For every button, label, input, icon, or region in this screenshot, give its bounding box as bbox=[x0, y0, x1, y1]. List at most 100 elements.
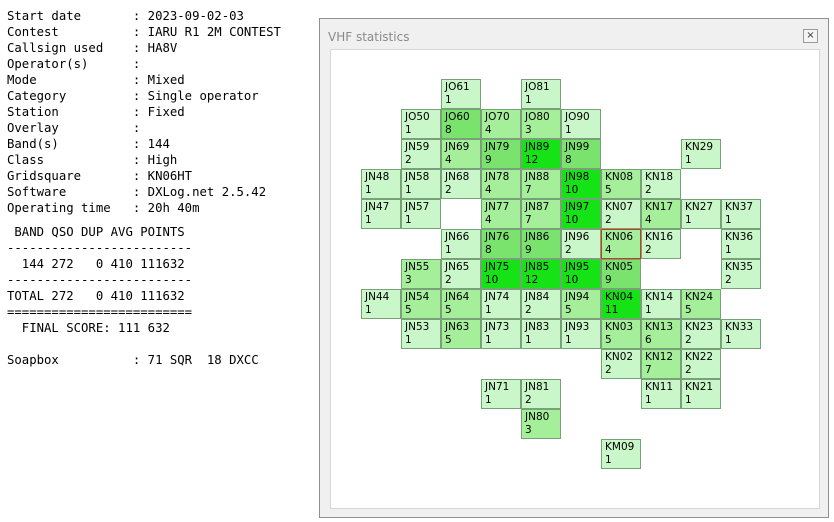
grid-cell-count: 1 bbox=[405, 214, 412, 226]
grid-cell-count: 4 bbox=[605, 244, 612, 256]
report-line: Software : DXLog.net 2.5.42 bbox=[7, 185, 267, 199]
grid-cell-locator: JN58 bbox=[405, 171, 430, 183]
grid-cell-count: 1 bbox=[445, 94, 452, 106]
grid-cell-count: 1 bbox=[485, 334, 492, 346]
grid-cell-count: 2 bbox=[605, 364, 612, 376]
score-table-line: TOTAL 272 0 410 111632 bbox=[7, 289, 185, 303]
grid-cell-count: 10 bbox=[565, 184, 579, 196]
grid-cell-locator: KN29 bbox=[685, 141, 714, 153]
grid-cell-locator: KN23 bbox=[685, 321, 714, 333]
grid-cell-count: 1 bbox=[645, 394, 652, 406]
grid-cell-locator: KN05 bbox=[605, 261, 634, 273]
close-icon[interactable]: × bbox=[803, 29, 818, 43]
grid-cell-count: 1 bbox=[725, 334, 732, 346]
grid-cell-count: 4 bbox=[485, 124, 492, 136]
grid-cell-locator: JN84 bbox=[525, 291, 550, 303]
grid-cell-locator: JN71 bbox=[485, 381, 510, 393]
report-line: Operator(s) : bbox=[7, 57, 141, 71]
grid-cell-locator: KN03 bbox=[605, 321, 634, 333]
grid-cell-count: 5 bbox=[405, 304, 412, 316]
grid-cell-count: 1 bbox=[365, 304, 372, 316]
grid-cell-locator: JN95 bbox=[565, 261, 590, 273]
grid-cell-locator: KN18 bbox=[645, 171, 674, 183]
grid-cell-count: 3 bbox=[525, 424, 532, 436]
grid-cell-count: 2 bbox=[725, 274, 732, 286]
grid-cell-locator: JN89 bbox=[525, 141, 550, 153]
report-line: Station : Fixed bbox=[7, 105, 185, 119]
